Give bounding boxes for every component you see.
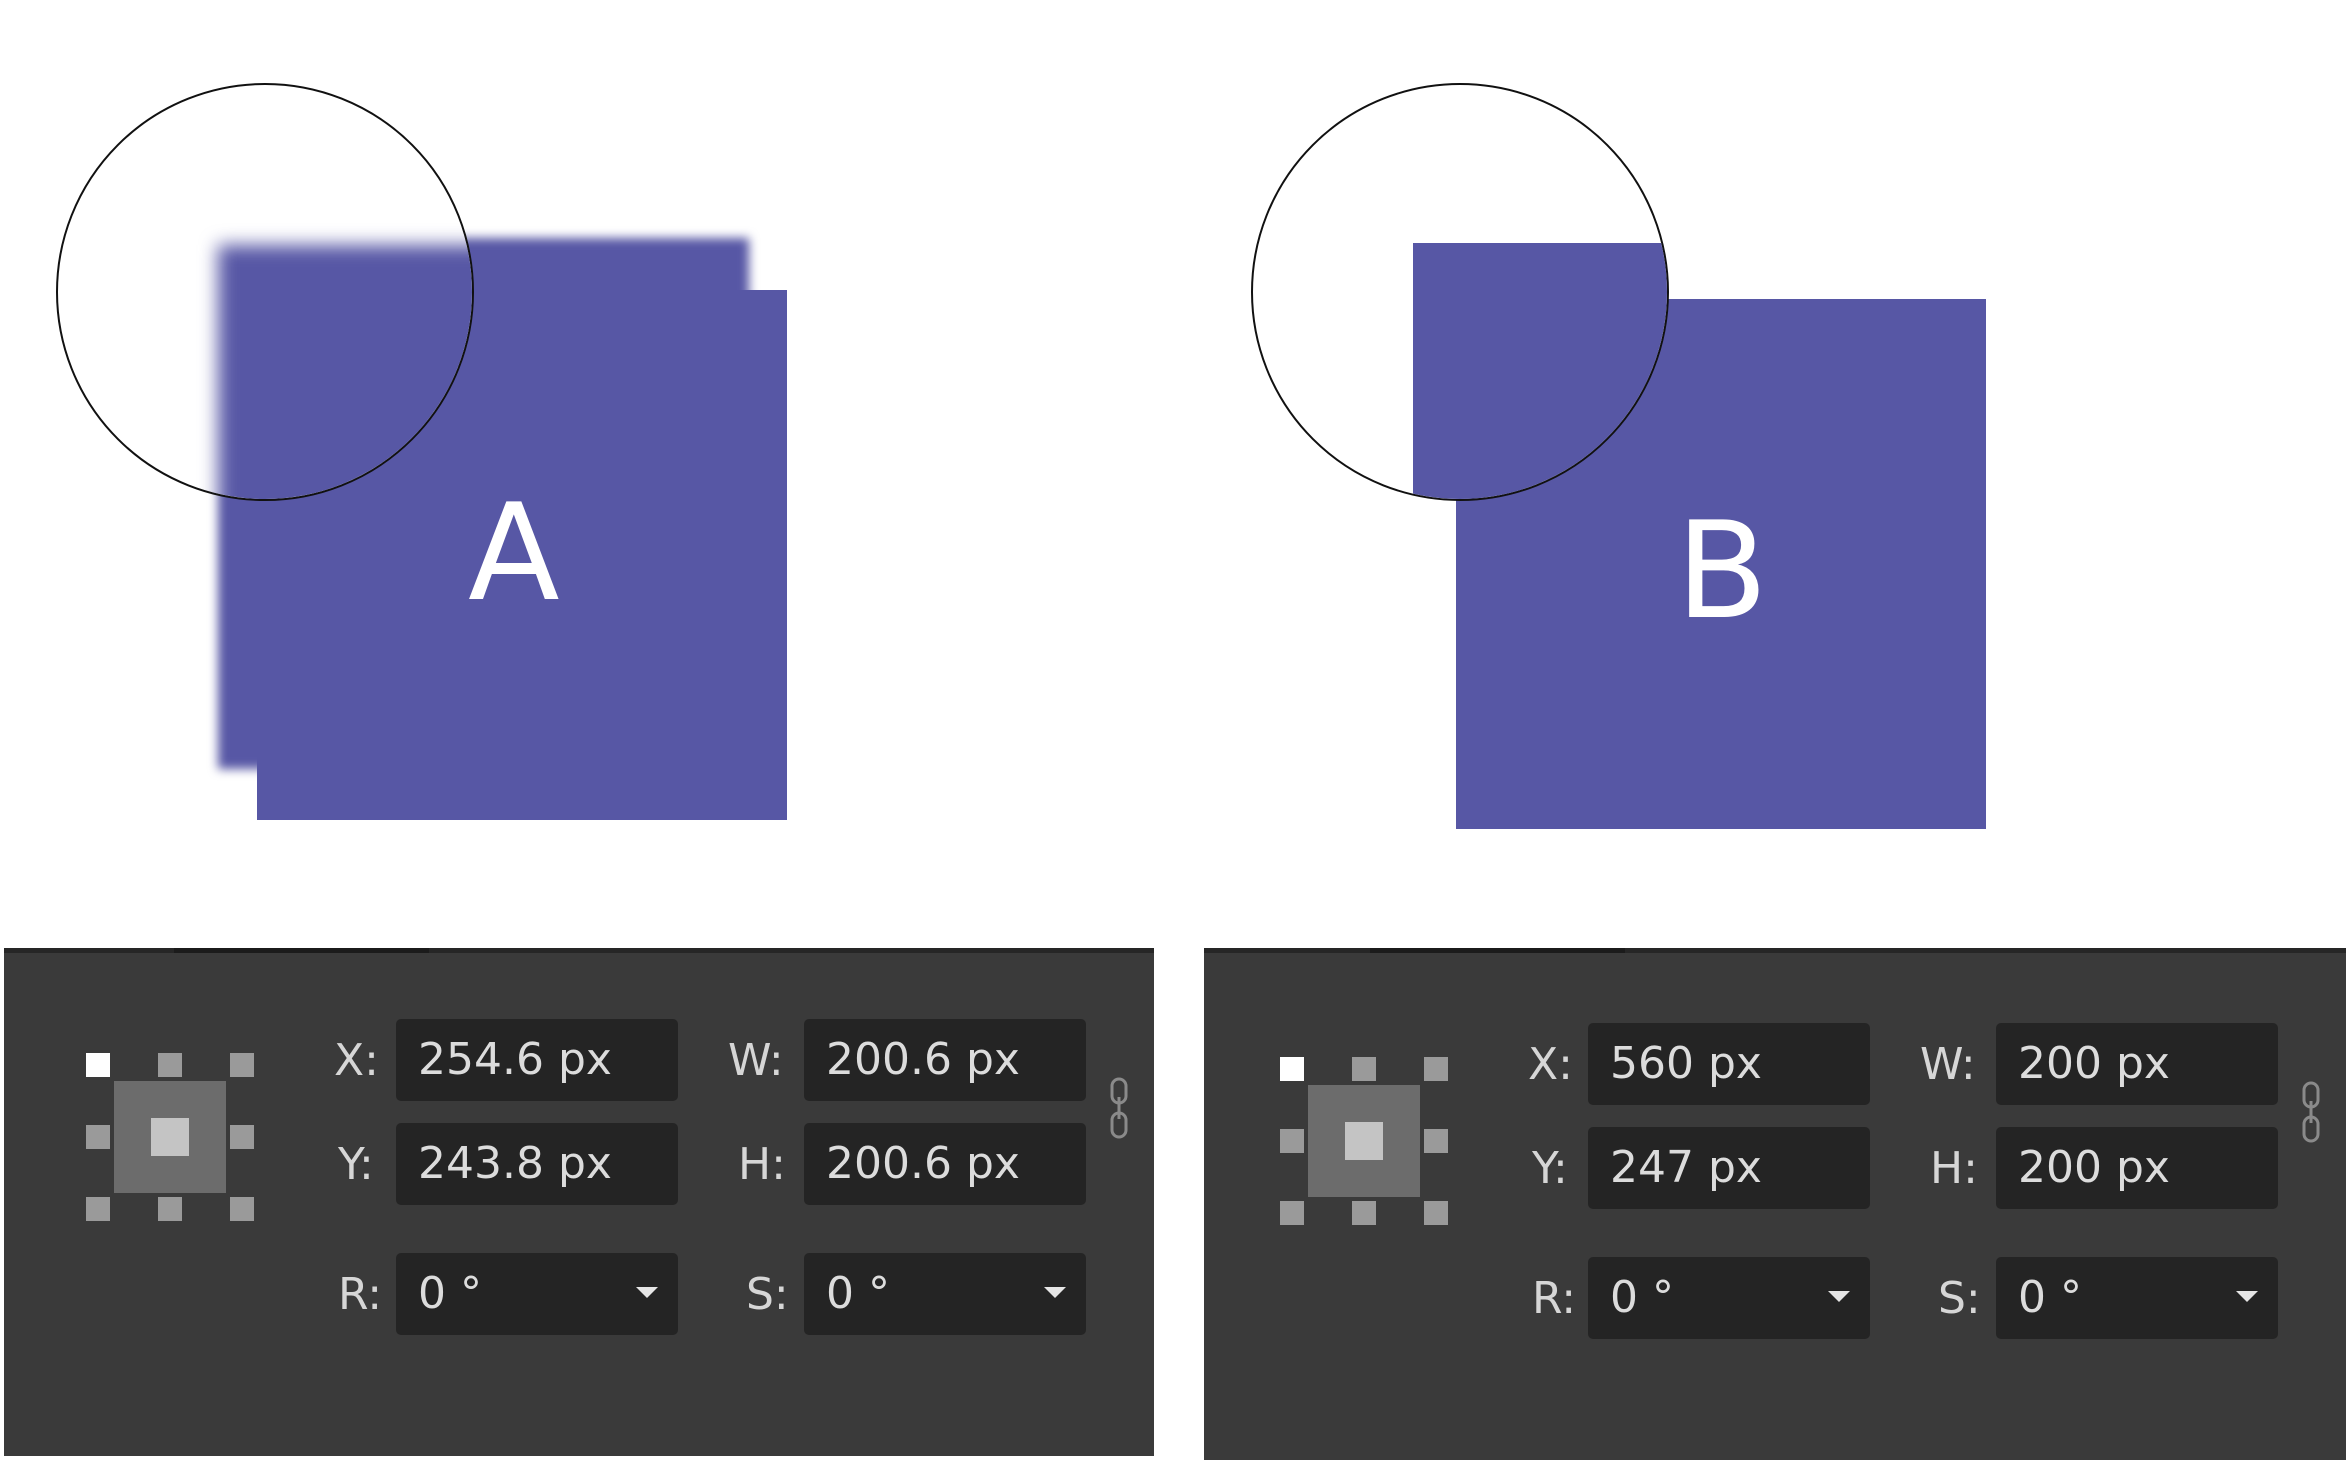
- y-label: Y:: [1532, 1143, 1568, 1194]
- rotation-value: 0 °: [1610, 1272, 1674, 1323]
- transform-panel-a: X: 254.6 px Y: 243.8 px W: 200.6 px H: 2…: [4, 948, 1154, 1456]
- y-field[interactable]: 243.8 px: [396, 1123, 678, 1205]
- w-field[interactable]: 200.6 px: [804, 1019, 1086, 1101]
- anchor-grid-icon[interactable]: [1280, 1057, 1448, 1225]
- magnified-crisp-corner-b: [1413, 243, 1667, 499]
- s-label: S:: [746, 1269, 789, 1320]
- x-field[interactable]: 560 px: [1588, 1023, 1870, 1105]
- r-label: R:: [1532, 1273, 1577, 1324]
- r-label: R:: [338, 1269, 383, 1320]
- magnifier-lens-a: [56, 83, 474, 501]
- caret-down-icon[interactable]: [1828, 1291, 1850, 1302]
- h-label: H:: [738, 1139, 786, 1190]
- h-label: H:: [1930, 1143, 1978, 1194]
- square-a-letter: A: [468, 475, 560, 631]
- caret-down-icon[interactable]: [636, 1287, 658, 1298]
- x-label: X:: [1528, 1039, 1573, 1090]
- s-label: S:: [1938, 1273, 1981, 1324]
- rotation-dropdown[interactable]: 0 °: [396, 1253, 678, 1335]
- w-label: W:: [1920, 1039, 1976, 1090]
- h-field[interactable]: 200 px: [1996, 1127, 2278, 1209]
- panel-tab-divider: [1370, 948, 1625, 953]
- w-label: W:: [728, 1035, 784, 1086]
- panel-tab-divider: [174, 948, 429, 953]
- transform-panel-b: X: 560 px Y: 247 px W: 200 px H: 200 px …: [1204, 948, 2346, 1460]
- shear-dropdown[interactable]: 0 °: [804, 1253, 1086, 1335]
- square-b-letter: B: [1676, 493, 1768, 649]
- x-label: X:: [334, 1035, 379, 1086]
- magnifier-lens-b: [1251, 83, 1669, 501]
- anchor-grid-icon[interactable]: [86, 1053, 254, 1221]
- x-field[interactable]: 254.6 px: [396, 1019, 678, 1101]
- caret-down-icon[interactable]: [2236, 1291, 2258, 1302]
- caret-down-icon[interactable]: [1044, 1287, 1066, 1298]
- y-label: Y:: [338, 1139, 374, 1190]
- shear-value: 0 °: [2018, 1272, 2082, 1323]
- link-chain-icon[interactable]: [2302, 1081, 2320, 1143]
- h-field[interactable]: 200.6 px: [804, 1123, 1086, 1205]
- y-field[interactable]: 247 px: [1588, 1127, 1870, 1209]
- w-field[interactable]: 200 px: [1996, 1023, 2278, 1105]
- magnified-blurred-corner-a: [218, 245, 472, 499]
- shear-dropdown[interactable]: 0 °: [1996, 1257, 2278, 1339]
- shear-value: 0 °: [826, 1268, 890, 1319]
- rotation-value: 0 °: [418, 1268, 482, 1319]
- rotation-dropdown[interactable]: 0 °: [1588, 1257, 1870, 1339]
- link-chain-icon[interactable]: [1110, 1077, 1128, 1139]
